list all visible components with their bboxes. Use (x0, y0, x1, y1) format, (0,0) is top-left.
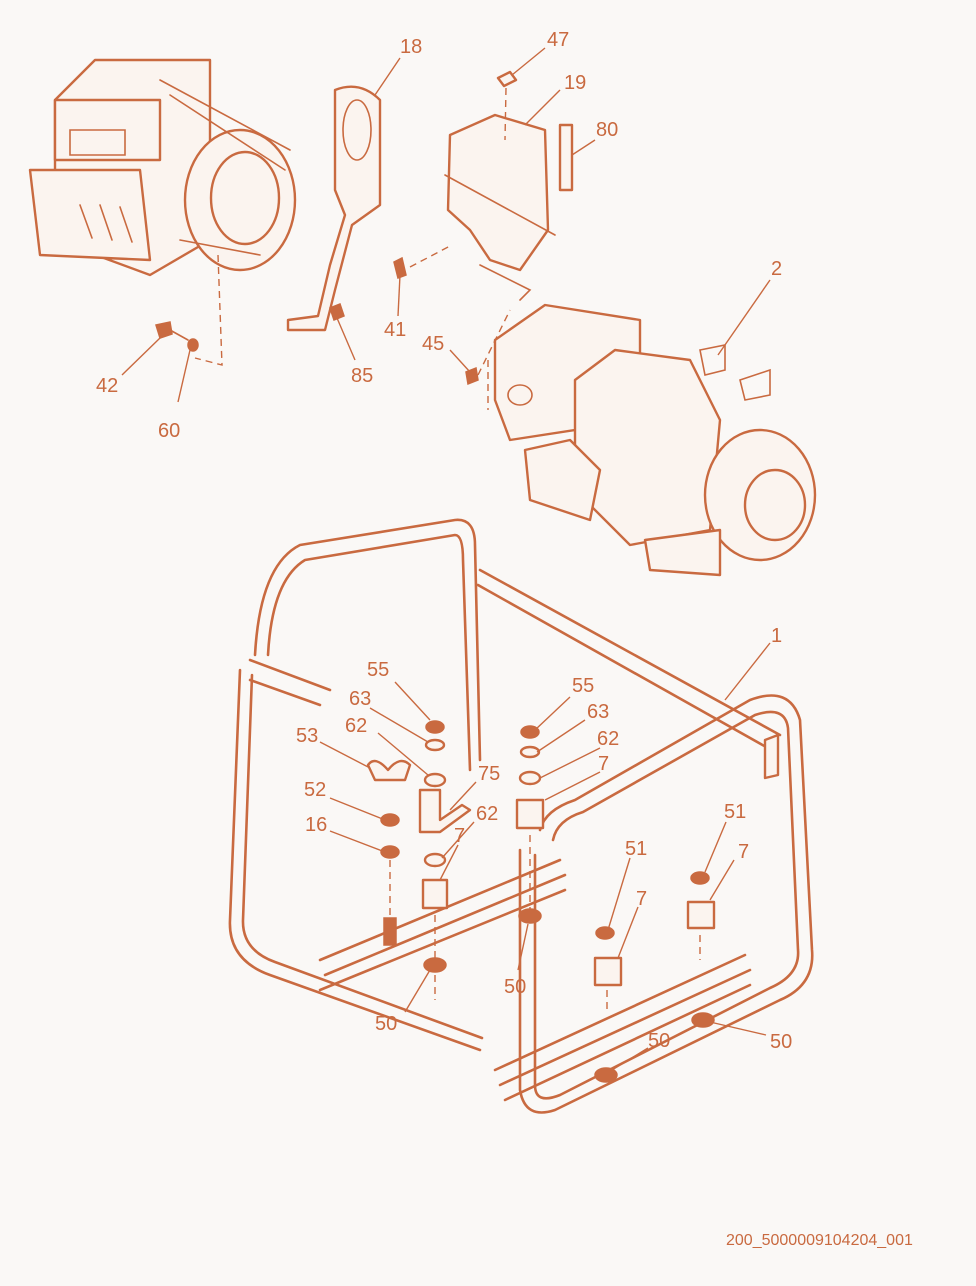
callout-7-left: 7 (454, 825, 465, 847)
callout-51-right: 51 (724, 801, 746, 823)
callout-1: 1 (771, 625, 782, 647)
callout-50-left: 50 (375, 1013, 397, 1035)
callout-7-right: 7 (738, 841, 749, 863)
callout-63-right: 63 (587, 701, 609, 723)
callout-53: 53 (296, 725, 318, 747)
callout-45: 45 (422, 333, 444, 355)
callout-50-center: 50 (504, 976, 526, 998)
mount-hardware[interactable] (366, 720, 716, 1083)
callout-47: 47 (547, 29, 569, 51)
callout-42: 42 (96, 375, 118, 397)
drawing-number: 200_5000009104204_001 (726, 1232, 913, 1249)
callout-80: 80 (596, 119, 618, 141)
fasteners[interactable] (155, 244, 511, 410)
callout-55-left: 55 (367, 659, 389, 681)
callout-51-center: 51 (625, 838, 647, 860)
callout-labels: 18 47 19 80 2 41 45 42 85 60 1 55 63 62 … (96, 29, 792, 1053)
panel-part[interactable] (444, 70, 574, 301)
callout-41: 41 (384, 319, 406, 341)
callout-62-left-top: 62 (345, 715, 367, 737)
callout-16: 16 (305, 814, 327, 836)
callout-75: 75 (478, 763, 500, 785)
callout-60: 60 (158, 420, 180, 442)
callout-leaders (121, 47, 771, 1071)
callout-52: 52 (304, 779, 326, 801)
callout-50-bottom: 50 (648, 1030, 670, 1052)
callout-50-right: 50 (770, 1031, 792, 1053)
engine-part[interactable] (493, 303, 817, 577)
callout-55-right: 55 (572, 675, 594, 697)
bracket-part[interactable] (286, 85, 382, 332)
callout-7-lower: 7 (636, 888, 647, 910)
callout-2: 2 (771, 258, 782, 280)
alternator-part[interactable] (28, 58, 297, 277)
callout-19: 19 (564, 72, 586, 94)
callout-7-center: 7 (598, 753, 609, 775)
callout-18: 18 (400, 36, 422, 58)
callout-63-left: 63 (349, 688, 371, 710)
frame-part[interactable] (228, 518, 814, 1114)
callout-85: 85 (351, 365, 373, 387)
callout-62-right: 62 (597, 728, 619, 750)
callout-62-left-bottom: 62 (476, 803, 498, 825)
